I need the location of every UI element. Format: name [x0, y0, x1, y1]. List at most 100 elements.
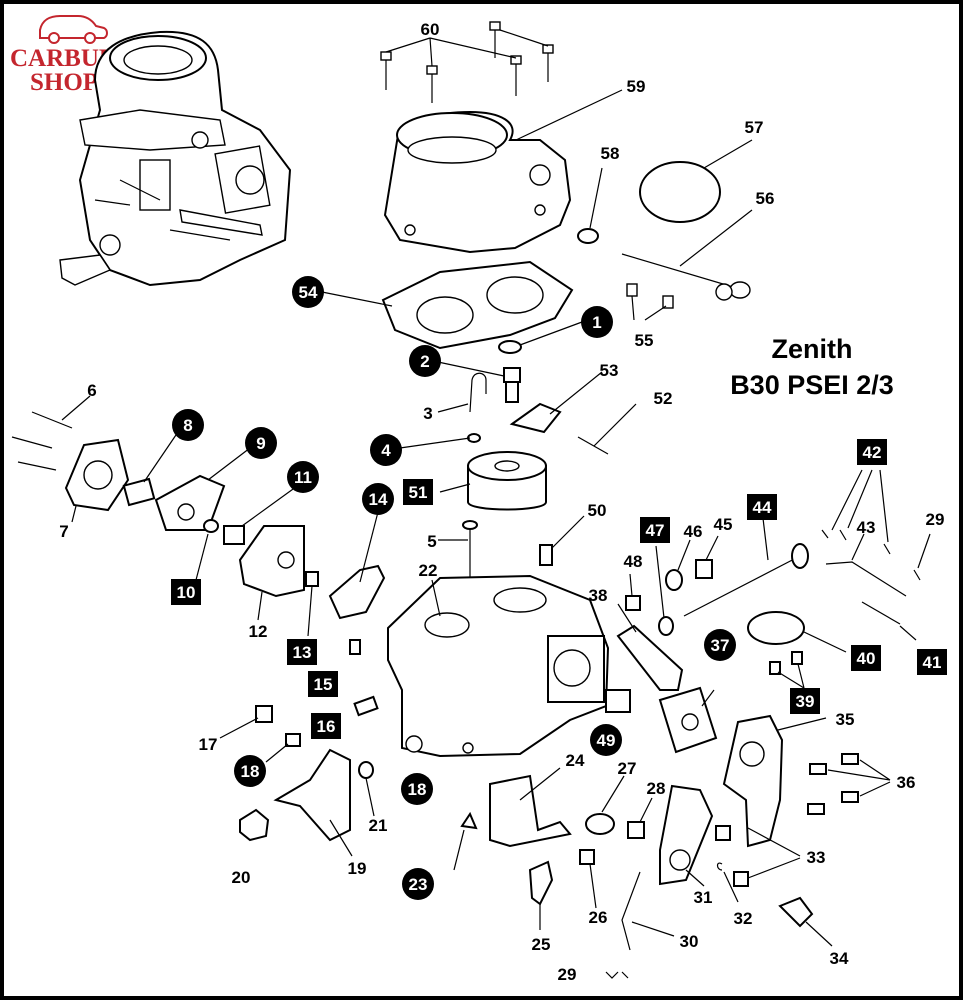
callout-number: 7: [59, 522, 68, 541]
washer-21: [358, 761, 374, 779]
callout-54: 54: [292, 276, 324, 308]
callout-number: 43: [857, 518, 876, 537]
callout-4: 4: [370, 434, 402, 466]
brand-line-2: SHOP: [30, 69, 98, 96]
callout-29b: 29: [926, 510, 945, 529]
clips-42: [821, 529, 891, 555]
screws-60: [380, 21, 554, 103]
callout-31: 31: [694, 888, 713, 907]
callout-number: 53: [600, 361, 619, 380]
callout-number: 4: [381, 441, 391, 460]
callout-17: 17: [199, 735, 218, 754]
callout-53: 53: [600, 361, 619, 380]
screws-6: [11, 411, 73, 471]
callout-number: 18: [408, 780, 427, 799]
callout-number: 29: [558, 965, 577, 984]
callout-square-badge: [790, 688, 820, 714]
part-callouts: 1234567891011121314151617181819202122232…: [59, 20, 947, 984]
washer-1: [498, 340, 522, 354]
callout-34: 34: [830, 949, 849, 968]
callout-number: 24: [566, 751, 585, 770]
title-line-2: B30 PSEI 2/3: [730, 370, 894, 400]
washer-10: [203, 519, 219, 533]
callout-number: 57: [745, 118, 764, 137]
callout-circle-badge: [172, 409, 204, 441]
callout-32: 32: [734, 909, 753, 928]
callout-22: 22: [419, 561, 438, 580]
float-51: [467, 451, 547, 511]
callout-square-badge: [851, 645, 881, 671]
callout-number: 37: [711, 636, 730, 655]
callout-number: 42: [863, 443, 882, 462]
float-bracket-53: [509, 402, 562, 434]
callout-43: 43: [857, 518, 876, 537]
choke-shaft-56: [621, 253, 751, 301]
lever-31: [659, 784, 714, 886]
callout-47: 47: [640, 517, 670, 543]
callout-number: 56: [756, 189, 775, 208]
throttle-shaft-44: [683, 543, 809, 617]
diagram-title: Zenith B30 PSEI 2/3: [730, 334, 894, 400]
callout-16: 16: [311, 713, 341, 739]
callout-36: 36: [897, 773, 916, 792]
callout-square-badge: [311, 713, 341, 739]
callout-number: 33: [807, 848, 826, 867]
callout-number: 1: [592, 313, 601, 332]
callout-21: 21: [369, 816, 388, 835]
callout-2: 2: [409, 345, 441, 377]
callout-56: 56: [756, 189, 775, 208]
callout-number: 54: [299, 283, 318, 302]
callout-number: 10: [177, 583, 196, 602]
callout-number: 44: [753, 498, 772, 517]
callout-number: 13: [293, 643, 312, 662]
callout-number: 60: [421, 20, 440, 39]
callout-number: 15: [314, 675, 333, 694]
callout-number: 2: [420, 352, 429, 371]
callout-number: 19: [348, 859, 367, 878]
callout-28: 28: [647, 779, 666, 798]
callout-circle-badge: [370, 434, 402, 466]
diaphragm-9: [154, 474, 226, 531]
callout-27: 27: [618, 759, 637, 778]
callout-square-badge: [403, 479, 433, 505]
callout-circle-badge: [292, 276, 324, 308]
callout-25: 25: [532, 935, 551, 954]
callout-number: 47: [646, 521, 665, 540]
exploded-parts-diagram: CARBURETTOR SHOP Zenith B30 PSEI 2/3: [10, 15, 947, 984]
callout-38: 38: [589, 586, 608, 605]
callout-square-badge: [857, 439, 887, 465]
clip-58: [577, 228, 599, 244]
callout-number: 40: [857, 649, 876, 668]
callout-number: 30: [680, 932, 699, 951]
callout-circle-badge: [590, 724, 622, 756]
callout-number: 45: [714, 515, 733, 534]
callout-number: 5: [427, 532, 436, 551]
callout-number: 32: [734, 909, 753, 928]
spring-11: [223, 525, 245, 545]
callout-40: 40: [851, 645, 881, 671]
fuel-pipe-3: [469, 372, 487, 413]
callout-square-badge: [287, 639, 317, 665]
carburettor-cover-59: [383, 110, 572, 254]
callout-number: 23: [409, 875, 428, 894]
callout-35: 35: [836, 710, 855, 729]
rod-43: [825, 561, 907, 597]
screw-15: [349, 639, 361, 655]
callout-1: 1: [581, 306, 613, 338]
callout-circle-badge: [409, 345, 441, 377]
callout-33: 33: [807, 848, 826, 867]
callout-44: 44: [747, 494, 777, 520]
pump-body-12: [238, 525, 305, 598]
callout-29a: 29: [558, 965, 577, 984]
callout-number: 35: [836, 710, 855, 729]
spring-8: [122, 477, 156, 507]
jet-50: [539, 544, 553, 566]
callout-square-badge: [747, 494, 777, 520]
screws-55: [626, 283, 674, 309]
car-wheel-icon: [84, 32, 96, 44]
callout-number: 58: [601, 144, 620, 163]
callout-12: 12: [249, 622, 268, 641]
callout-number: 26: [589, 908, 608, 927]
callout-9: 9: [245, 427, 277, 459]
main-body-22: [387, 574, 610, 758]
